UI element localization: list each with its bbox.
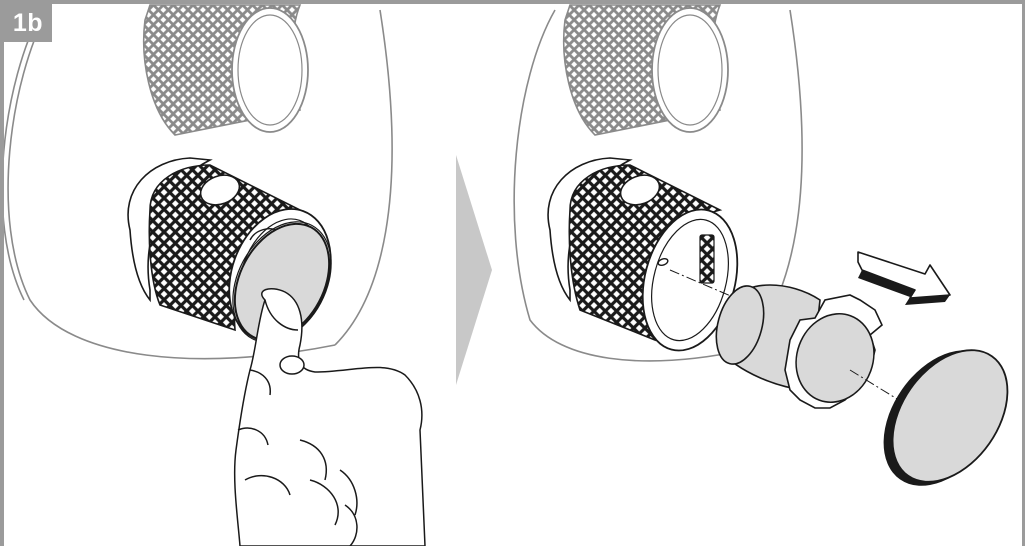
panel-after — [514, 5, 1025, 508]
cartridge-icon — [708, 281, 915, 414]
cap-icon — [859, 328, 1025, 508]
knurled-knob-icon — [144, 5, 308, 135]
cartridge-housing-icon — [128, 158, 351, 359]
hand-pressing-cap-icon — [235, 289, 425, 546]
pull-direction-arrow-icon — [858, 252, 950, 305]
knurled-knob-icon — [564, 5, 728, 135]
frame-left-border — [0, 0, 4, 546]
panel-before — [2, 5, 425, 546]
step-badge: 1b — [4, 4, 52, 42]
frame-top-border — [0, 0, 1025, 4]
transition-arrow-icon — [456, 155, 492, 385]
